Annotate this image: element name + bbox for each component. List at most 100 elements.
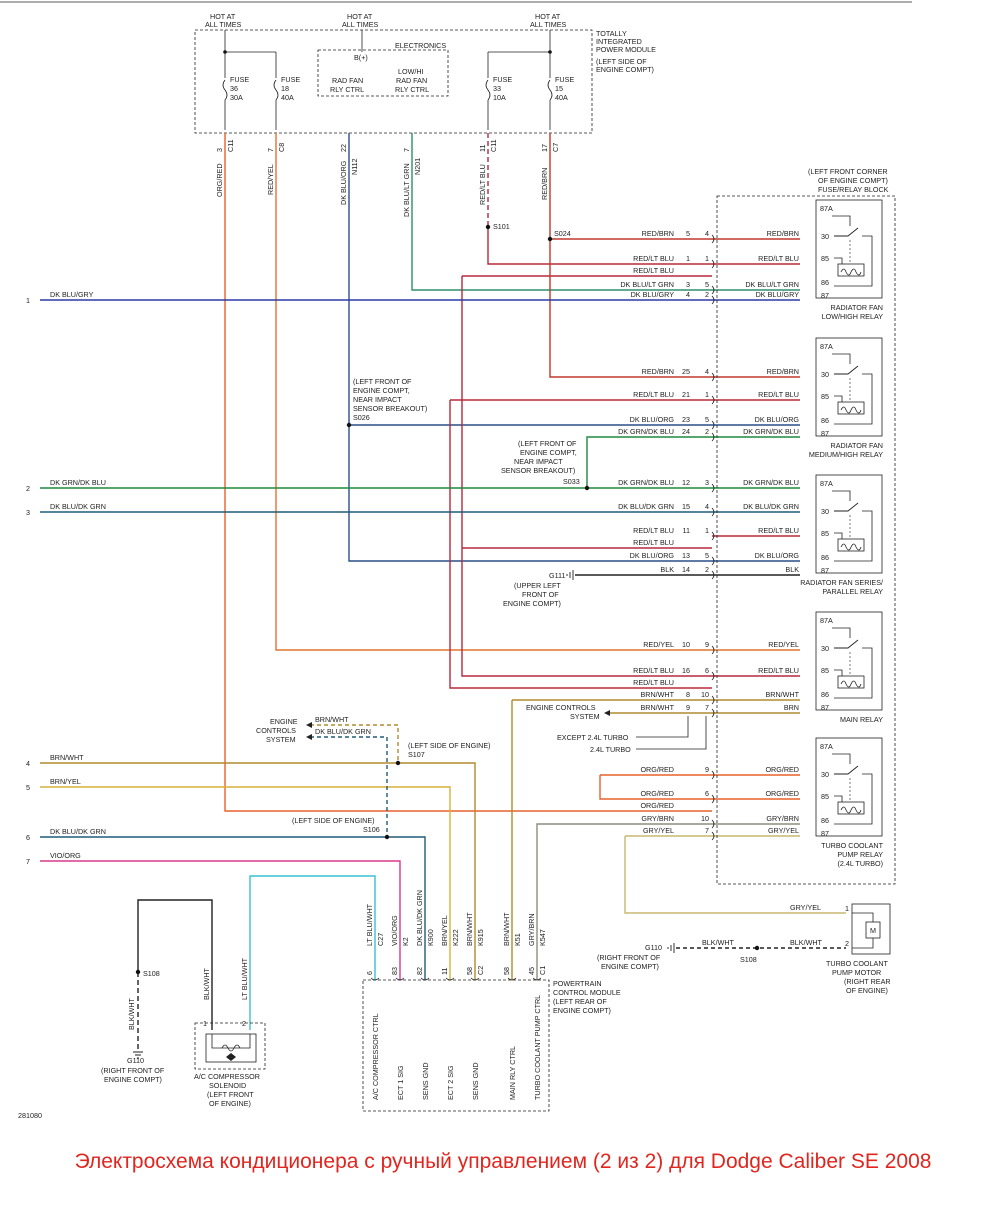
- row-left-wire: DK BLU/DK GRN: [618, 502, 674, 511]
- row-left-wire: DK BLU/ORG: [630, 551, 675, 560]
- row-circuit: 4: [686, 290, 690, 299]
- left-input-wire: DK BLU/DK GRN: [50, 827, 106, 836]
- relay-name: RADIATOR FAN SERIES/: [800, 578, 883, 587]
- motor-icon: [865, 921, 881, 939]
- motor-t1: TURBO COOLANT: [826, 959, 889, 968]
- g111-l4: ENGINE COMPT): [503, 599, 561, 608]
- row-pin: 4: [705, 367, 709, 376]
- term-87: 87: [821, 829, 829, 838]
- s033-l2: ENGINE COMPT,: [520, 448, 577, 457]
- s026-l1: (LEFT FRONT OF: [353, 377, 412, 386]
- tipm-title-2: INTEGRATED: [596, 37, 642, 46]
- electronics-label: ELECTRONICS: [395, 41, 446, 50]
- term-87a: 87A: [820, 742, 833, 751]
- sol-wire2: LT BLU/WHT: [240, 957, 249, 1000]
- row-connector-icon: [711, 794, 715, 804]
- pcm-pin-circuit: C27: [376, 933, 385, 946]
- row-right-wire: GRY/YEL: [768, 826, 799, 835]
- row-circuit: 9: [686, 703, 690, 712]
- tipm-box: [194, 29, 593, 134]
- s024-label: S024: [554, 229, 571, 238]
- row-left-wire: GRY/BRN: [641, 814, 674, 823]
- relay-box: [815, 474, 883, 574]
- wire-blk-wht-sol: [137, 899, 213, 1030]
- s033-l4: SENSOR BREAKOUT): [501, 466, 575, 475]
- blkwht-s108: BLK/WHT: [127, 997, 136, 1030]
- hot-label-1b: ALL TIMES: [205, 20, 242, 29]
- row-connector-icon: [711, 831, 715, 841]
- hot-label-2b: ALL TIMES: [342, 20, 379, 29]
- pcm-pin-function: TURBO COOLANT PUMP CTRL: [533, 995, 542, 1100]
- pcm-connector-icon: [370, 977, 380, 981]
- row-right-wire: BRN/WHT: [765, 690, 799, 699]
- left-input: 2DK GRN/DK BLU: [26, 478, 106, 493]
- term-87: 87: [821, 429, 829, 438]
- row-connector-icon: [711, 285, 715, 295]
- term-85: 85: [821, 792, 829, 801]
- relay-box: [815, 337, 883, 437]
- relay-name: MAIN RELAY: [840, 715, 883, 724]
- row-circuit: 13: [682, 551, 690, 560]
- row-connector-icon: [711, 372, 715, 382]
- row-right-wire: DK BLU/DK GRN: [743, 502, 799, 511]
- wire-gry-brn: [536, 823, 800, 980]
- svg-text:11: 11: [478, 145, 487, 152]
- row-left-wire: ORG/RED: [640, 801, 674, 810]
- pcm-connector-icon: [470, 977, 480, 981]
- pcm-pin-circuit: K222: [451, 929, 460, 946]
- splice-s106-dot: [384, 834, 390, 840]
- left-input-number: 2: [26, 484, 30, 493]
- svg-text:C11: C11: [226, 139, 235, 152]
- tipm-title-1: TOTALLY: [596, 29, 627, 38]
- term-86: 86: [821, 816, 829, 825]
- pcm-pin-number: 82: [415, 967, 424, 975]
- row-right-wire: DK BLU/ORG: [755, 415, 800, 424]
- row-connector-icon: [711, 295, 715, 305]
- fuse-block-box: [716, 195, 896, 885]
- left-input-number: 7: [26, 857, 30, 866]
- sol-t1: A/C COMPRESSOR: [194, 1072, 260, 1081]
- left-input-number: 6: [26, 833, 30, 842]
- pcm-pin-wire: BRN/WHT: [502, 912, 511, 946]
- left-input-wire: DK BLU/DK GRN: [50, 502, 106, 511]
- wire-gry-yel: [624, 835, 846, 914]
- row-connector-icon: [711, 234, 715, 244]
- relay-coil-icon: [837, 401, 865, 415]
- term-85: 85: [821, 529, 829, 538]
- row-circuit: 10: [682, 640, 690, 649]
- relay-name: PARALLEL RELAY: [822, 587, 883, 596]
- row-left-wire: DK GRN/DK BLU: [618, 427, 674, 436]
- s033-l5: S033: [563, 477, 580, 486]
- fuse36-a: FUSE: [230, 75, 249, 84]
- wire-org-red: [224, 133, 712, 812]
- fuse-36-icon: [222, 79, 228, 101]
- row-pin: 5: [705, 280, 709, 289]
- fb-title-2: OF ENGINE COMPT): [818, 176, 888, 185]
- tipm-title-3: POWER MODULE: [596, 45, 656, 54]
- motor-t2: PUMP MOTOR: [832, 968, 881, 977]
- svg-text:DK BLU/ORG: DK BLU/ORG: [339, 160, 348, 205]
- pcm-title-3: (LEFT REAR OF: [553, 997, 607, 1006]
- row-connector-icon: [711, 259, 715, 269]
- term-30: 30: [821, 770, 829, 779]
- diagram-id: 281080: [18, 1111, 42, 1120]
- row-left-wire: RED/YEL: [643, 640, 674, 649]
- wire-dk-blu-lt-grn: [411, 133, 800, 291]
- wire-vio-org: [40, 860, 401, 980]
- g111-l2: (UPPER LEFT: [514, 581, 561, 590]
- left-input-wire: VIO/ORG: [50, 851, 81, 860]
- s026-l2: ENGINE COMPT,: [353, 386, 410, 395]
- solenoid-box: [194, 1022, 266, 1070]
- electronics-box: [317, 49, 449, 97]
- pump-motor: 1 2 M GRY/YEL BLK/WHT BLK/WHT TURBO COOL…: [702, 903, 891, 995]
- row-left-wire: BRN/WHT: [640, 703, 674, 712]
